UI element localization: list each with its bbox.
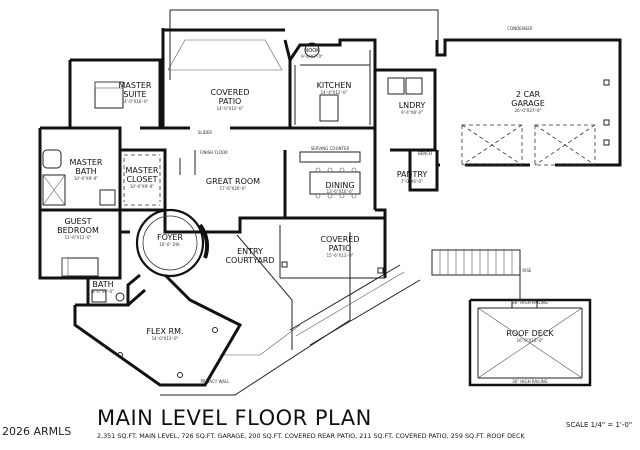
dims-kitchen: 14'-4"X12'-0" [321,90,348,95]
label-pantry: PANTRY [397,170,428,179]
label-master-bath: MASTER [70,158,103,167]
label-kitchen: KITCHEN [317,81,352,90]
dims-bath: 8'-0"X6'-0" [92,289,114,294]
label-flex-rm: FLEX RM. [146,327,183,336]
note-railing-top: 36" HIGH RAILING [512,300,548,305]
plan-scale: SCALE 1/4" = 1'-0" [566,421,633,429]
label-entry-courtyard: ENTRY [237,247,263,256]
label-great-room: GREAT ROOM [206,177,260,186]
site-lines [160,9,439,396]
label-covered-patio-front-2: PATIO [329,244,352,253]
label-nook: NOOK [305,48,321,54]
label-guest-bedroom-2: BEDROOM [57,226,99,235]
label-bath: BATH [92,280,113,289]
dims-roof-deck: 16'-0"X16'-0" [517,338,544,343]
dims-flex-rm: 14'-0"X13'-0" [152,336,179,341]
note-bench: BENCH [418,151,432,156]
plan-notes: FINISH FLOOR SERVING COUNTER BENCH 36" H… [198,26,548,384]
dims-great-room: 17'-6"X20'-6" [220,186,247,191]
label-roof-deck: ROOF DECK [506,329,554,338]
label-entry-courtyard-2: COURTYARD [225,256,274,265]
dims-pantry: 7'-0"X6'-0" [401,179,423,184]
label-covered-patio-rear-2: PATIO [219,97,242,106]
dims-guest-bedroom: 11'-6"X12'-0" [65,235,92,240]
label-master-closet-2: CLOSET [126,175,157,184]
dims-dining: 13'-6"X10'-0" [327,189,354,194]
room-labels: COVERED PATIO 14'-6"X12'-0" KITCHEN 14'-… [57,48,554,343]
label-master-suite-2: SUITE [123,90,146,99]
note-stair: 7 RISE [519,268,532,273]
label-master-suite: MASTER [119,81,152,90]
label-garage: 2 CAR [516,90,541,99]
note-finish-floor: FINISH FLOOR [200,150,228,155]
roof-deck-drawing [431,249,592,387]
note-privacy-wall: PRIVACY WALL [201,379,231,384]
label-garage-2: GARAGE [511,99,545,108]
watermark: 2026 ARMLS [2,425,72,438]
dims-nook: 9'-0"X7'-0" [301,54,323,59]
label-foyer: FOYER [157,233,183,242]
house-walls [38,28,622,387]
label-dining: DINING [325,181,354,190]
interior-details [42,39,610,378]
note-condenser: CONDENSER [507,26,533,31]
dims-master-closet: 10'-0"X9'-0" [130,184,154,189]
dims-master-suite: 14'-0"X16'-0" [122,99,149,104]
label-covered-patio-rear: COVERED [210,88,249,97]
dims-foyer: 10'-0" DIA. [159,242,181,247]
dims-master-bath: 10'-0"X9'-0" [74,176,98,181]
dims-covered-patio-front: 15'-6"X13'-0" [327,253,354,258]
dims-laundry: 9'-4"X8'-0" [401,110,423,115]
dims-garage: 26'-0"X27'-0" [515,108,542,113]
note-serving-counter: SERVING COUNTER [311,146,350,151]
label-guest-bedroom: GUEST [64,217,91,226]
label-master-closet: MASTER [126,166,159,175]
sqft-summary: 2,351 SQ.FT. MAIN LEVEL, 726 SQ.FT. GARA… [97,432,525,440]
note-railing-bottom: 36" HIGH RAILING [512,379,548,384]
label-master-bath-2: BATH [75,167,96,176]
label-laundry: LNDRY [399,101,426,110]
note-slider: SLIDER [198,130,213,135]
plan-title: MAIN LEVEL FLOOR PLAN [97,406,372,430]
foyer-rotunda [135,208,210,278]
label-covered-patio-front: COVERED [320,235,359,244]
dims-covered-patio-rear: 14'-6"X12'-0" [217,106,244,111]
